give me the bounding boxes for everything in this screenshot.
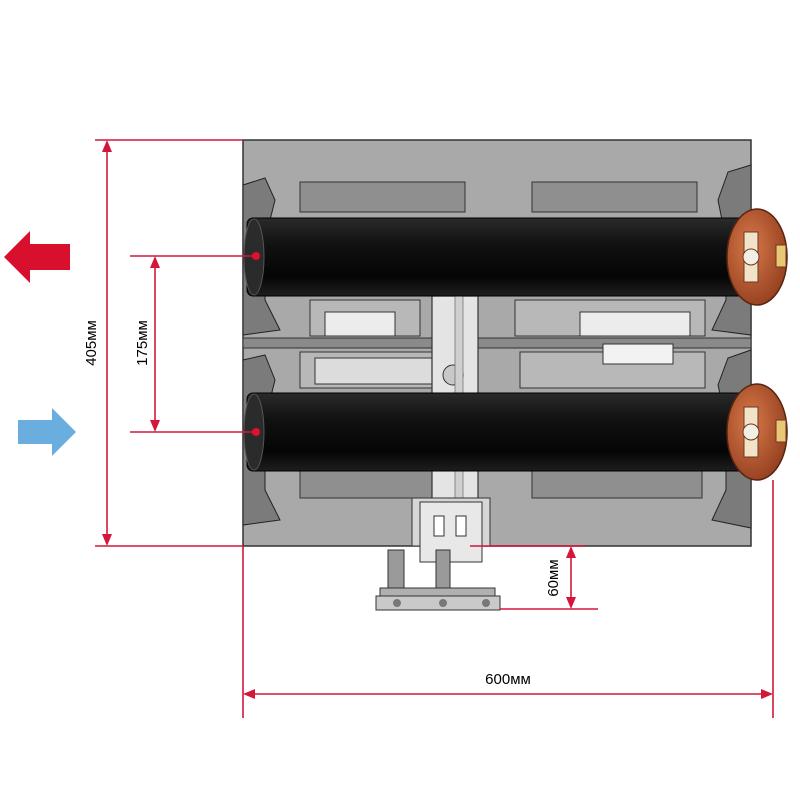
overall-width-label: 600мм — [485, 671, 531, 688]
end-cap-upper — [726, 208, 788, 306]
mounting-bracket — [375, 501, 501, 611]
dimension-lines — [95, 139, 774, 718]
inlet-arrow-icon — [18, 408, 76, 456]
dimension-arrowheads — [102, 140, 773, 699]
end-cap-lower — [726, 383, 788, 481]
return-pipe — [243, 392, 748, 472]
manifold-frame — [242, 139, 752, 547]
supply-pipe — [243, 217, 748, 297]
outlet-arrow-icon — [4, 231, 70, 283]
mount-height-label: 60мм — [545, 559, 562, 596]
pipe-spacing-label: 175мм — [134, 320, 151, 366]
overall-height-label: 405мм — [83, 320, 100, 366]
